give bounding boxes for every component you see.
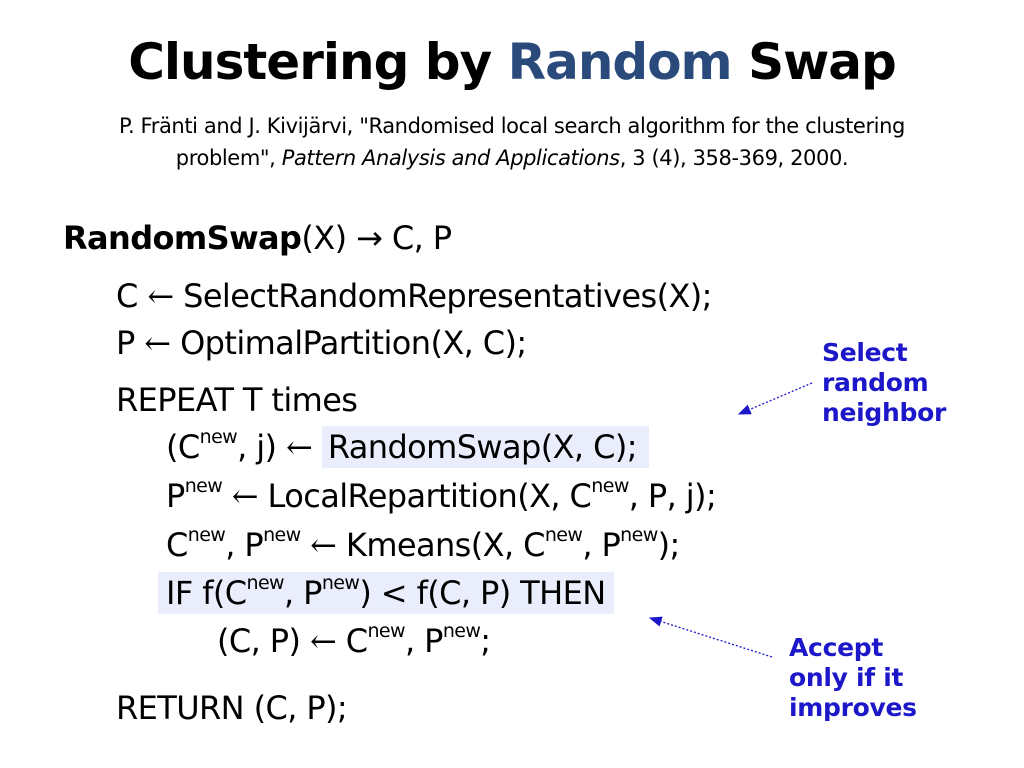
note-line: only if it bbox=[789, 663, 904, 692]
superscript: new bbox=[442, 620, 481, 643]
reference-line-2: problem", Pattern Analysis and Applicati… bbox=[0, 142, 1024, 174]
algorithm-header: RandomSwap(X) → C, P bbox=[63, 218, 452, 258]
random-swap-highlight: RandomSwap(X, C); bbox=[321, 426, 649, 468]
note-line: Select bbox=[822, 338, 908, 367]
superscript: new bbox=[246, 572, 285, 595]
note-line: improves bbox=[789, 693, 917, 722]
algorithm-signature: (X) → C, P bbox=[301, 219, 452, 257]
arrow-to-random-swap bbox=[737, 382, 813, 415]
algorithm-name: RandomSwap bbox=[63, 219, 302, 257]
superscript: new bbox=[591, 475, 629, 498]
code-text: ) < f(C, P) THEN bbox=[359, 574, 606, 612]
reference-line-1: P. Fränti and J. Kivijärvi, "Randomised … bbox=[119, 114, 905, 138]
code-text: Kmeans(X, C bbox=[336, 526, 546, 564]
title-accent-word: Random bbox=[507, 33, 733, 91]
note-line: neighbor bbox=[822, 398, 947, 427]
line-optimal-partition: P ← OptimalPartition(X, C); bbox=[116, 323, 527, 363]
title-part1: Clustering by bbox=[128, 33, 508, 91]
note-select-random-neighbor: Select random neighbor bbox=[822, 338, 946, 428]
assign-arrow: ← bbox=[309, 622, 337, 660]
slide-title: Clustering by Random Swap bbox=[0, 32, 1024, 92]
reference-line-2-end: , 3 (4), 358-369, 2000. bbox=[619, 146, 849, 170]
code-text: , P bbox=[582, 526, 621, 564]
superscript: new bbox=[544, 524, 583, 547]
line-local-repartition: Pnew ← LocalRepartition(X, Cnew, P, j); bbox=[166, 475, 717, 516]
reference-citation: P. Fränti and J. Kivijärvi, "Randomised … bbox=[0, 110, 1024, 174]
code-text: OptimalPartition(X, C); bbox=[170, 324, 527, 362]
note-line: random bbox=[822, 368, 929, 397]
code-text: C bbox=[336, 622, 368, 660]
code-text: , P, j); bbox=[628, 477, 717, 515]
code-text: P bbox=[116, 324, 145, 362]
assign-arrow: ← bbox=[147, 277, 174, 315]
arrow-to-if-condition bbox=[648, 616, 773, 658]
superscript: new bbox=[321, 572, 360, 595]
code-text: SelectRandomRepresentatives(X); bbox=[173, 277, 712, 315]
code-text: (C bbox=[166, 428, 200, 466]
code-text: P bbox=[166, 477, 185, 515]
line-kmeans: Cnew, Pnew ← Kmeans(X, Cnew, Pnew); bbox=[166, 525, 680, 565]
code-text: C bbox=[166, 526, 188, 564]
line-select-representatives: C ← SelectRandomRepresentatives(X); bbox=[116, 276, 712, 316]
line-repeat: REPEAT T times bbox=[116, 381, 358, 419]
line-accept-assignment: (C, P) ← Cnew, Pnew; bbox=[217, 620, 491, 661]
reference-line-2-start: problem", bbox=[175, 146, 282, 170]
code-text: IF f(C bbox=[166, 574, 247, 612]
code-text: , P bbox=[284, 574, 322, 612]
assign-arrow: ← bbox=[286, 428, 313, 466]
superscript: new bbox=[367, 620, 405, 643]
code-text: LocalRepartition(X, C bbox=[257, 477, 592, 515]
reference-journal: Pattern Analysis and Applications bbox=[281, 146, 620, 170]
code-text: , P bbox=[404, 622, 443, 660]
code-text: , j) bbox=[237, 428, 287, 466]
superscript: new bbox=[184, 475, 223, 498]
title-part2: Swap bbox=[731, 33, 897, 91]
line-if-condition: IF f(Cnew, Pnew) < f(C, P) THEN bbox=[158, 572, 614, 614]
note-accept-if-improves: Accept only if it improves bbox=[789, 633, 917, 723]
assign-arrow: ← bbox=[144, 324, 171, 362]
assign-arrow: ← bbox=[310, 526, 337, 564]
line-random-swap: (Cnew, j) ← RandomSwap(X, C); bbox=[166, 426, 649, 468]
superscript: new bbox=[199, 426, 238, 449]
code-text: ; bbox=[480, 622, 491, 660]
note-line: Accept bbox=[789, 633, 883, 662]
superscript: new bbox=[620, 524, 658, 547]
superscript: new bbox=[187, 524, 226, 547]
if-condition-highlight: IF f(Cnew, Pnew) < f(C, P) THEN bbox=[158, 572, 614, 614]
line-return: RETURN (C, P); bbox=[116, 689, 348, 727]
superscript: new bbox=[263, 524, 301, 547]
code-text: C bbox=[116, 277, 148, 315]
code-text: (C, P) bbox=[217, 622, 310, 660]
assign-arrow: ← bbox=[231, 477, 259, 515]
code-text: ); bbox=[657, 526, 681, 564]
code-text: , P bbox=[225, 526, 264, 564]
